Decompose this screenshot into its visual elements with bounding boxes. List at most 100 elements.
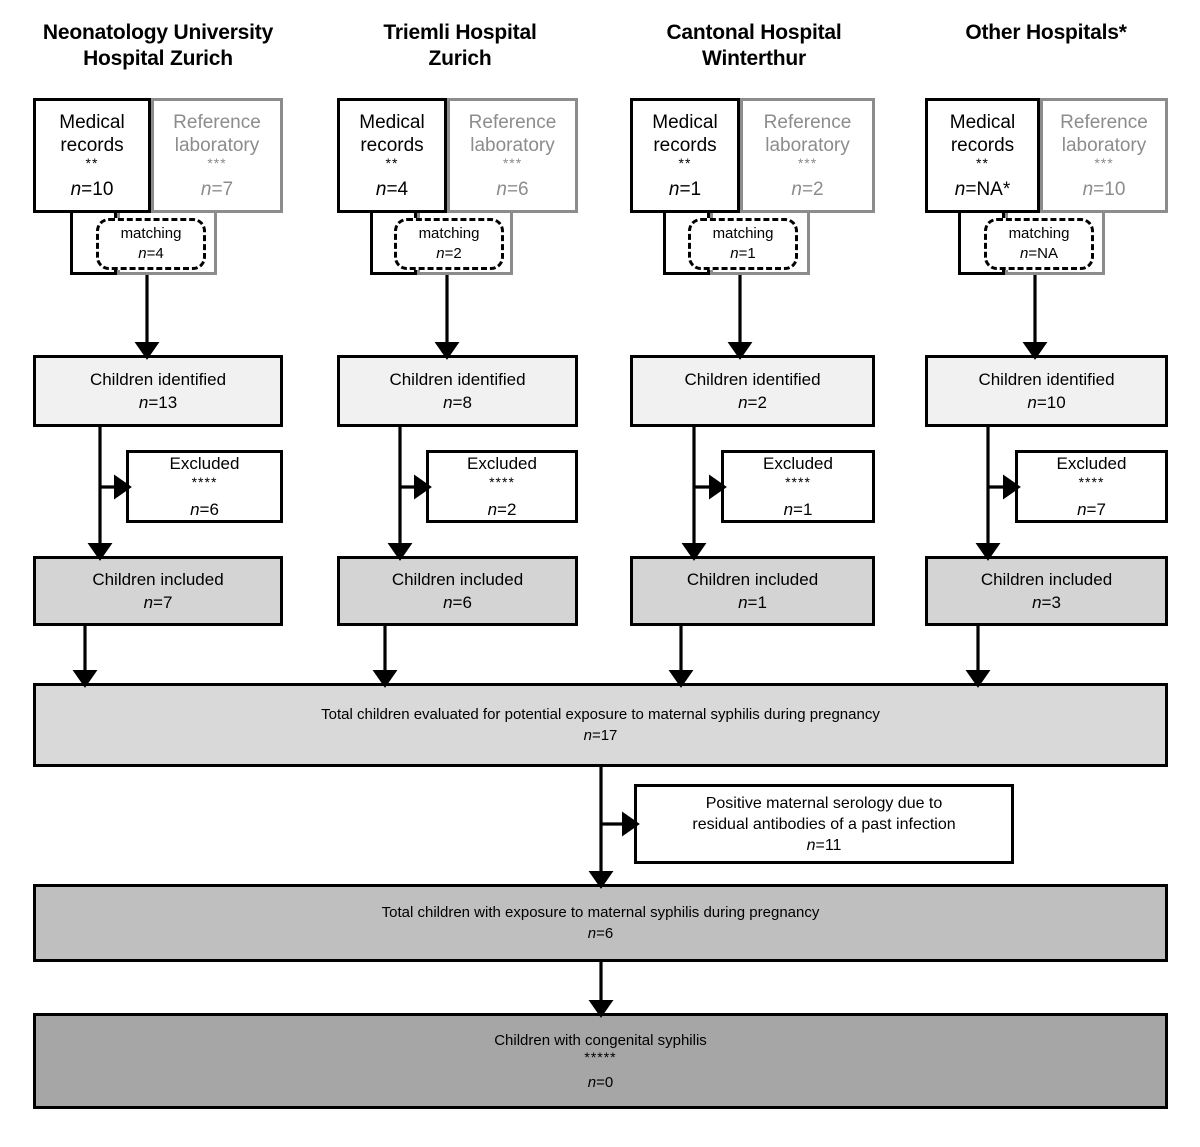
column-title-1: Neonatology University Hospital Zurich <box>8 20 308 72</box>
children-included-n-3: n=1 <box>738 593 767 612</box>
medical-records-box-1[interactable]: Medical records ** nn=10=10 <box>33 98 151 213</box>
children-identified-box-2[interactable]: Children identified n=8 <box>337 355 578 427</box>
reference-lab-footnote-3: *** <box>797 154 818 171</box>
total-exposed-label: Total children with exposure to maternal… <box>381 904 820 921</box>
medical-records-n-2-value: =4 <box>386 178 409 200</box>
children-identified-label-4: Children identified <box>978 370 1115 389</box>
children-included-n-2-value: =6 <box>452 593 472 612</box>
total-exposed-n-value: =6 <box>596 925 614 942</box>
matching-n-3-value: =1 <box>738 245 756 262</box>
excluded-n-2-value: =2 <box>497 499 517 519</box>
children-identified-box-4[interactable]: Children identified n=10 <box>925 355 1168 427</box>
reference-lab-label4-line2: laboratory <box>1061 134 1147 156</box>
column-title-4-line1: Other Hospitals* <box>965 21 1127 44</box>
medical-records-n-4: n=NA* <box>954 178 1011 200</box>
reference-lab-n-4-value: =10 <box>1093 178 1126 200</box>
reference-lab-n-3-value: =2 <box>801 178 824 200</box>
matching-box-2[interactable]: matching n=2 <box>394 218 504 270</box>
reference-lab-n-2-value: =6 <box>506 178 529 200</box>
matching-box-4[interactable]: matching n=NA <box>984 218 1094 270</box>
positive-serology-n: n=11 <box>806 836 842 854</box>
children-identified-box-1[interactable]: Children identified n=13 <box>33 355 283 427</box>
excluded-box-4[interactable]: Excluded **** n=7 <box>1015 450 1168 523</box>
children-included-n-3-value: =1 <box>747 593 767 612</box>
positive-serology-label-line1: Positive maternal serology due to <box>705 794 943 812</box>
children-included-label-2: Children included <box>391 570 524 589</box>
children-included-box-4[interactable]: Children included n=3 <box>925 556 1168 626</box>
children-included-n-2: n=6 <box>443 593 472 612</box>
excluded-footnote-2: **** <box>489 473 515 490</box>
matching-box-1[interactable]: matching n=4 <box>96 218 206 270</box>
medical-records-box-3[interactable]: Medical records ** n=1 <box>630 98 740 213</box>
children-included-n-1-value: =7 <box>153 593 173 612</box>
medical-records-label4-line1: Medical <box>949 111 1016 133</box>
medical-records-footnote: ** <box>85 154 99 171</box>
matching-label-1: matching <box>120 225 182 242</box>
excluded-box-2[interactable]: Excluded **** n=2 <box>426 450 578 523</box>
congenital-syphilis-box[interactable]: Children with congenital syphilis ***** … <box>33 1013 1168 1109</box>
medical-records-n-3: n=1 <box>668 178 702 200</box>
congenital-syphilis-label: Children with congenital syphilis <box>494 1031 707 1049</box>
reference-lab-box-1[interactable]: Reference laboratory *** n=7 <box>151 98 283 213</box>
congenital-syphilis-n: n=0 <box>587 1073 614 1091</box>
children-included-box-2[interactable]: Children included n=6 <box>337 556 578 626</box>
reference-lab-box-4[interactable]: Reference laboratory *** n=10 <box>1040 98 1168 213</box>
excluded-box-1[interactable]: Excluded **** n=6 <box>126 450 283 523</box>
total-evaluated-n: n=17 <box>583 727 618 744</box>
matching-label-2: matching <box>418 225 480 242</box>
children-identified-box-3[interactable]: Children identified n=2 <box>630 355 875 427</box>
reference-lab-label3-line2: laboratory <box>765 134 850 156</box>
reference-lab-label-line2: laboratory <box>174 134 260 156</box>
reference-lab-label4-line1: Reference <box>1060 111 1148 133</box>
children-identified-n-4-value: =10 <box>1036 393 1066 412</box>
excluded-n-3-value: =1 <box>793 499 813 519</box>
excluded-n-1: n=6 <box>190 499 219 519</box>
matching-n-2: n=2 <box>436 245 462 262</box>
excluded-footnote-1: **** <box>191 473 218 490</box>
positive-serology-label-line2: residual antibodies of a past infection <box>692 815 956 833</box>
medical-records-box-4[interactable]: Medical records ** n=NA* <box>925 98 1040 213</box>
excluded-n-4-value: =7 <box>1086 499 1106 519</box>
column-title-2-line2: Zurich <box>428 47 492 70</box>
children-identified-n-4: n=10 <box>1027 393 1066 412</box>
reference-lab-box-3[interactable]: Reference laboratory *** n=2 <box>740 98 875 213</box>
matching-label-4: matching <box>1008 225 1070 242</box>
reference-lab-n-4: n=10 <box>1082 178 1126 200</box>
column-title-1-line1: Neonatology University <box>42 21 274 44</box>
matching-box-3[interactable]: matching n=1 <box>688 218 798 270</box>
children-identified-n-1: n=13 <box>138 393 178 412</box>
excluded-label-2: Excluded <box>467 453 537 473</box>
matching-n-4: n=NA <box>1020 245 1058 262</box>
children-included-box-3[interactable]: Children included n=1 <box>630 556 875 626</box>
medical-records-footnote-2: ** <box>385 154 399 171</box>
children-identified-n-3: n=2 <box>738 393 767 412</box>
excluded-box-3[interactable]: Excluded **** n=1 <box>721 450 875 523</box>
excluded-label-1: Excluded <box>169 453 240 473</box>
medical-records-n-2: n=4 <box>375 178 409 200</box>
total-evaluated-label: Total children evaluated for potential e… <box>321 706 880 723</box>
children-included-box-1[interactable]: Children included n=7 <box>33 556 283 626</box>
reference-lab-box-2[interactable]: Reference laboratory *** n=6 <box>447 98 578 213</box>
positive-serology-box[interactable]: Positive maternal serology due to residu… <box>634 784 1014 864</box>
reference-lab-n-3: n=2 <box>791 178 824 200</box>
medical-records-label2-line1: Medical <box>359 111 425 133</box>
reference-lab-footnote-4: *** <box>1094 154 1114 171</box>
medical-records-n-3-value: =1 <box>679 178 702 200</box>
excluded-n-2: n=2 <box>487 499 517 519</box>
children-identified-label-3: Children identified <box>684 370 821 389</box>
excluded-n-4: n=7 <box>1077 499 1106 519</box>
medical-records-label3-line1: Medical <box>652 111 718 133</box>
total-evaluated-box[interactable]: Total children evaluated for potential e… <box>33 683 1168 767</box>
reference-lab-footnote-2: *** <box>502 154 523 171</box>
medical-records-box-2[interactable]: Medical records ** n=4 <box>337 98 447 213</box>
positive-serology-n-value: =11 <box>815 836 842 854</box>
total-evaluated-n-value: =17 <box>591 727 618 744</box>
total-exposed-n: n=6 <box>587 925 614 942</box>
total-exposed-box[interactable]: Total children with exposure to maternal… <box>33 884 1168 962</box>
excluded-label-4: Excluded <box>1056 453 1127 473</box>
medical-records-footnote-3: ** <box>678 154 692 171</box>
children-included-n-1: n=7 <box>143 593 173 612</box>
reference-lab-n-2: n=6 <box>496 178 529 200</box>
children-identified-n-2-value: =8 <box>452 393 472 412</box>
